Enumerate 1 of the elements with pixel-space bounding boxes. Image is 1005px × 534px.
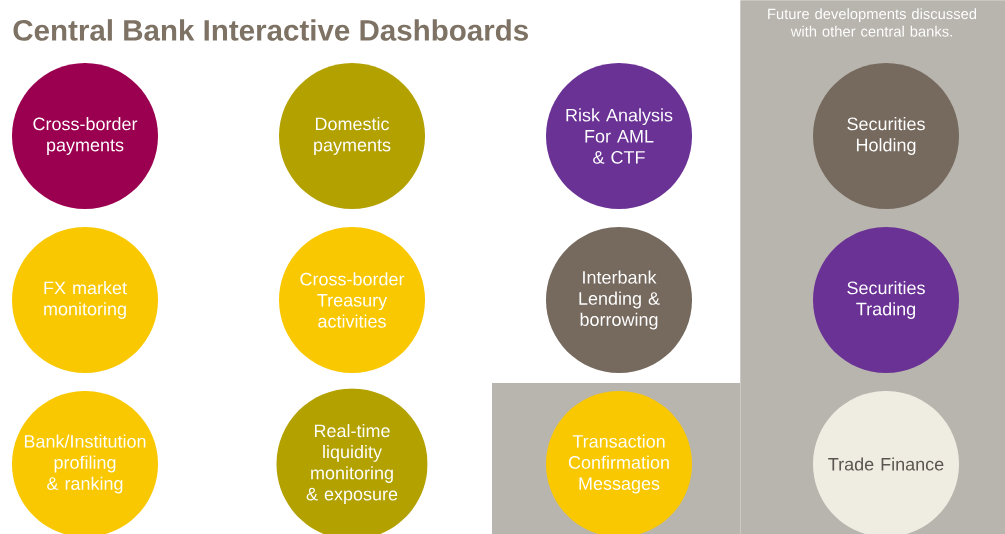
title: Central Bank Interactive Dashboards (13, 19, 528, 41)
